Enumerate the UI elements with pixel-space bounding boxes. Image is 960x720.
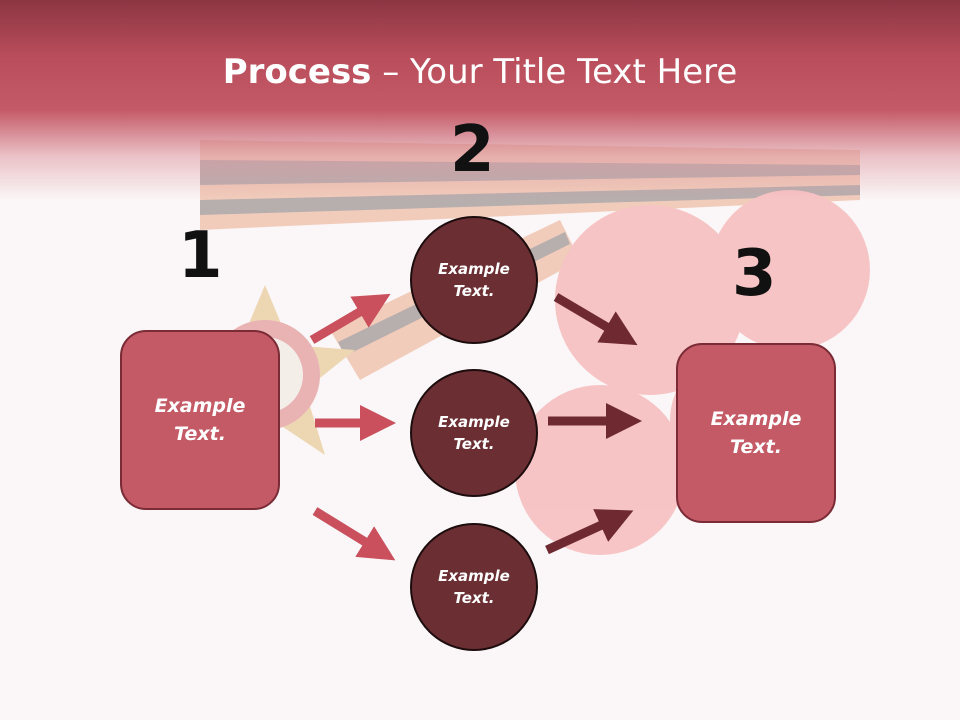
- circle-middle-line2: Text.: [453, 435, 495, 453]
- arrow-left-to-bottom: [312, 507, 396, 561]
- header-band: [0, 0, 960, 200]
- title-bold: Process: [222, 52, 372, 92]
- left-box-line1: Example: [154, 394, 246, 417]
- left-box-line2: Text.: [174, 423, 226, 445]
- circle-middle-line1: Example: [438, 412, 510, 431]
- arrow-top-to-right: [553, 293, 638, 346]
- step-number-1: 1: [178, 219, 223, 293]
- circle-bottom-line2: Text.: [453, 589, 495, 607]
- circle-top-line1: Example: [438, 259, 510, 278]
- right-box-line2: Text.: [730, 436, 782, 458]
- arrow-bottom-to-right: [545, 509, 634, 555]
- step-number-3: 3: [732, 237, 777, 311]
- arrow-left-to-top: [309, 293, 391, 344]
- step-number-2: 2: [450, 113, 495, 187]
- title-rest: – Your Title Text Here: [371, 52, 738, 92]
- slide-title: Process – Your Title Text Here: [0, 52, 960, 92]
- circle-bottom-line1: Example: [438, 566, 510, 585]
- circle-top-line2: Text.: [453, 282, 495, 300]
- right-box-line1: Example: [710, 407, 802, 430]
